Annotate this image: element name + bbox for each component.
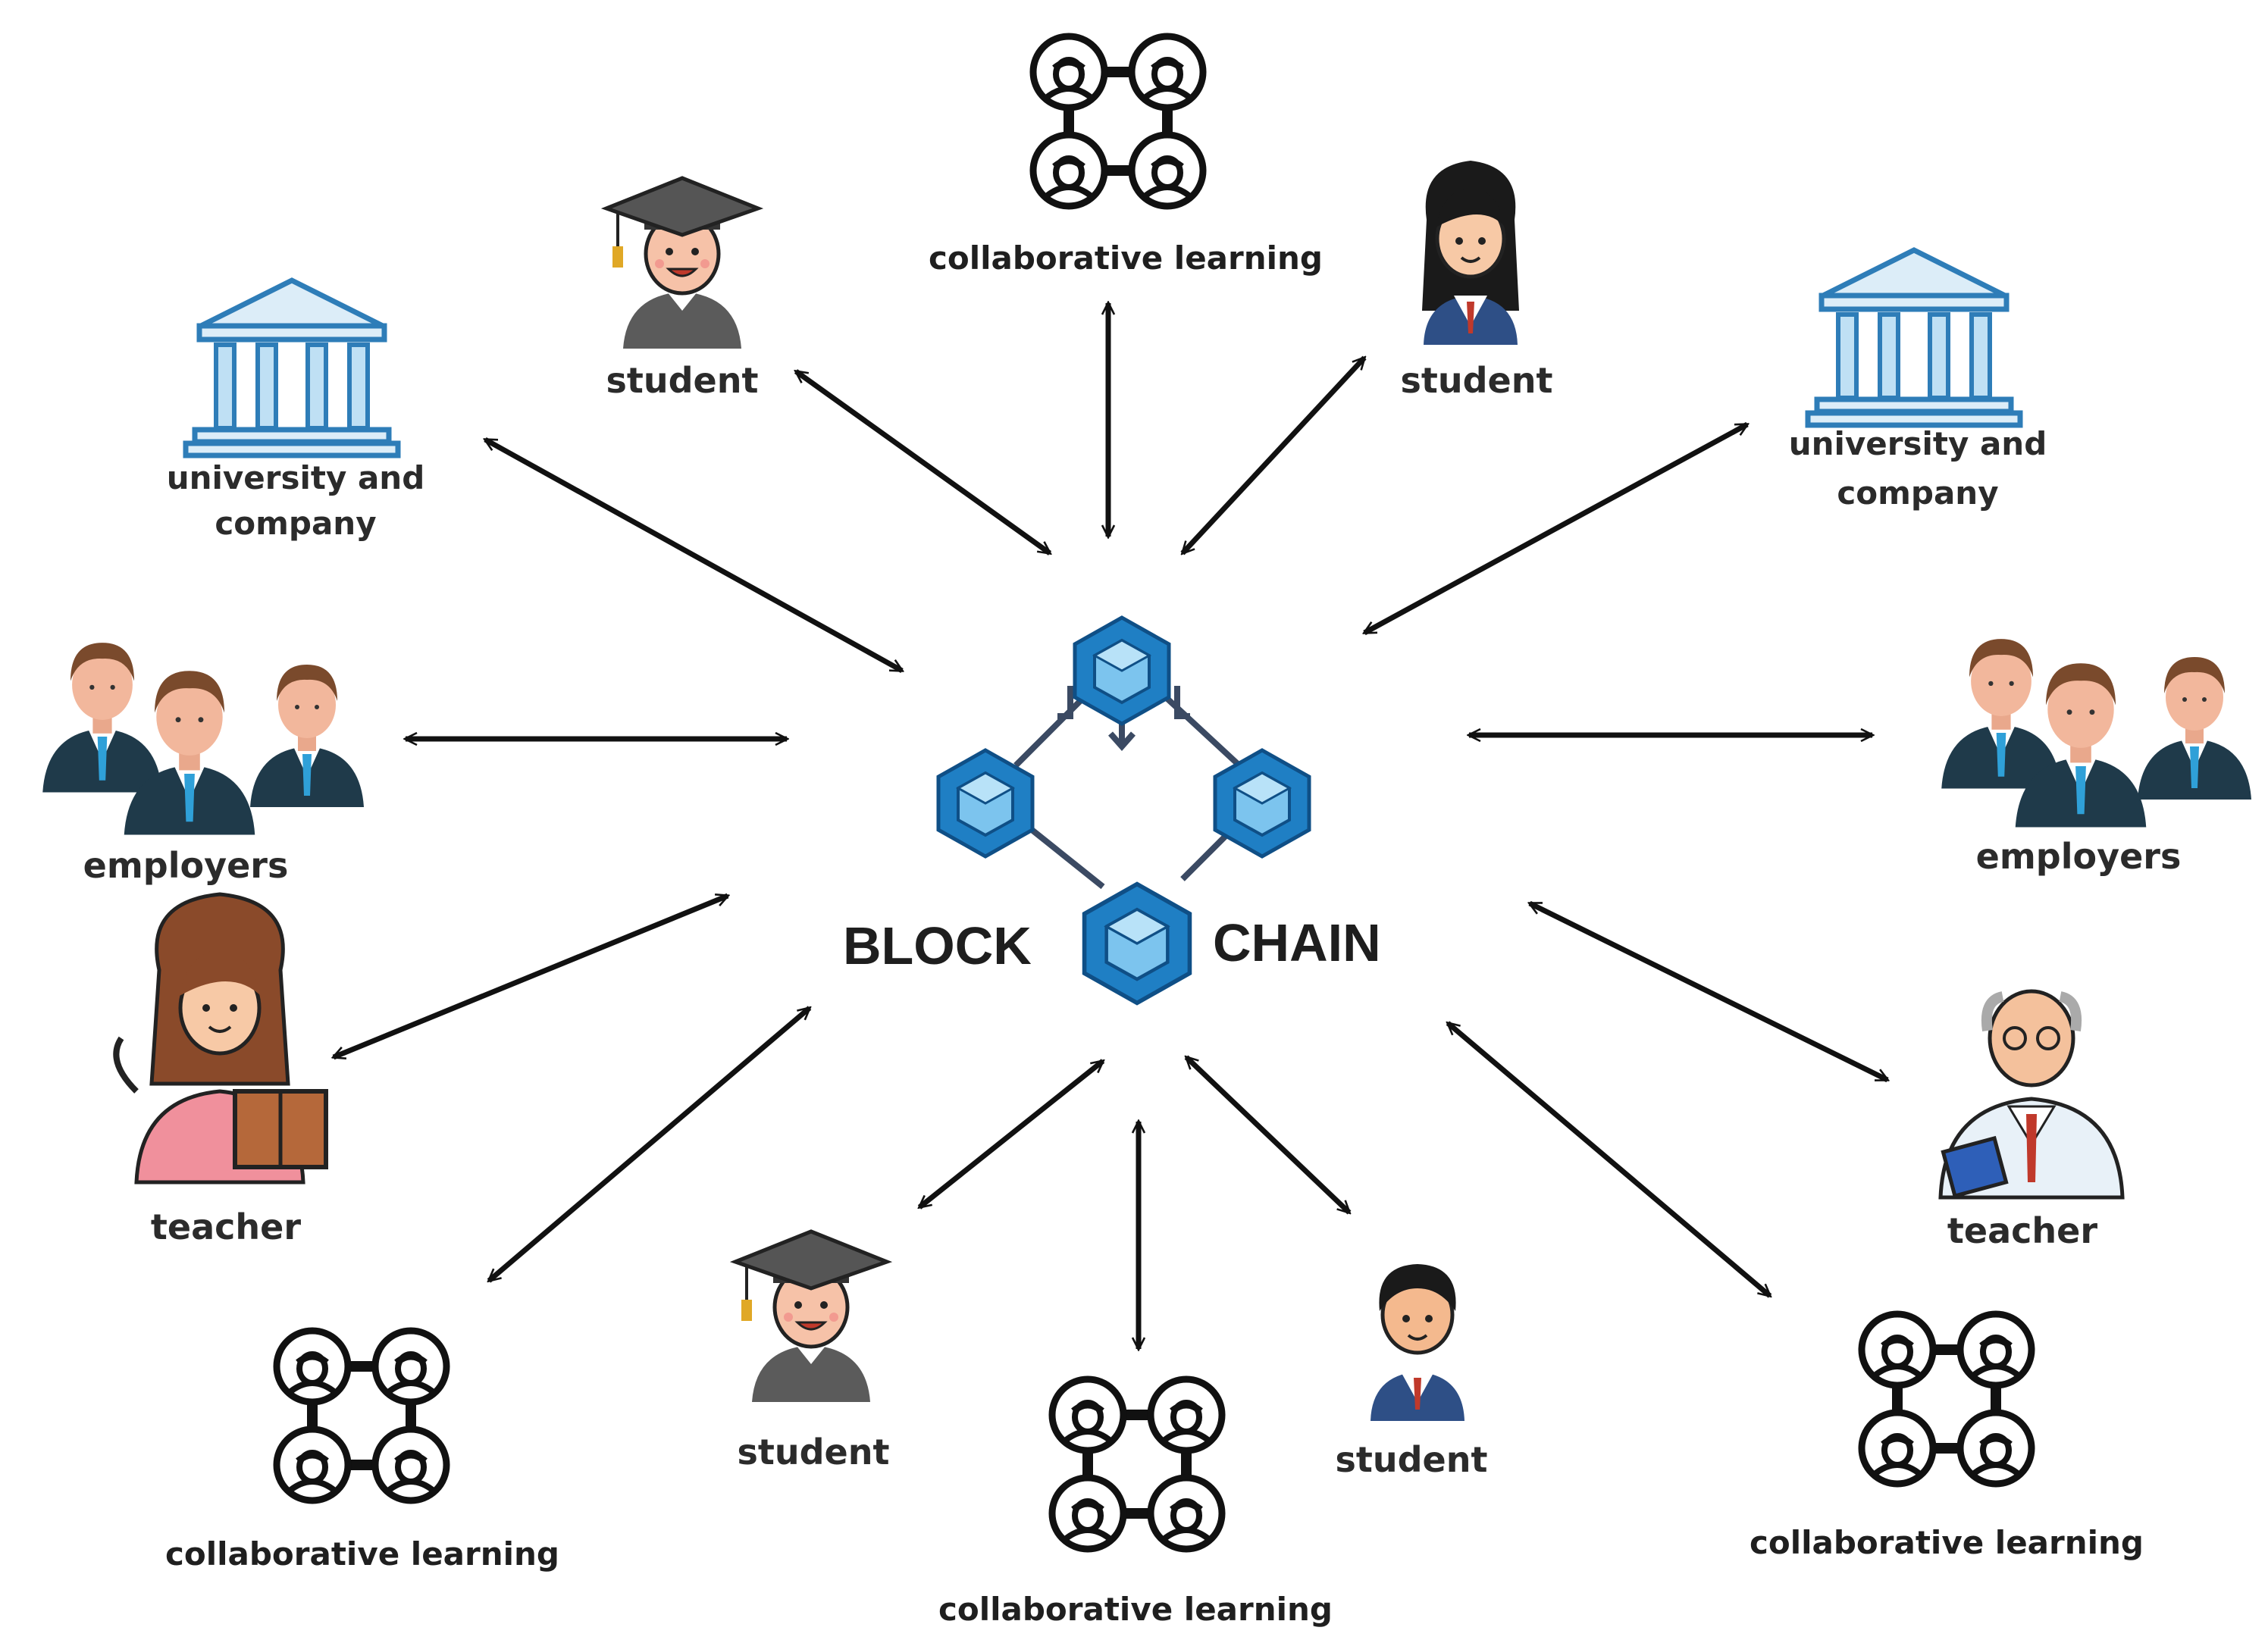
label-student-top-left: student <box>606 360 759 401</box>
label-collab-bottom-left: collaborative learning <box>165 1535 559 1573</box>
graduate-student-icon <box>606 178 758 349</box>
arrow-collab-bottom-right <box>1448 1021 1770 1298</box>
label-collab-top: collaborative learning <box>929 239 1323 277</box>
label-employers-right: employers <box>1976 836 2182 877</box>
label-student-top-right: student <box>1401 360 1553 401</box>
blockchain-cubes-icon <box>938 618 1309 1003</box>
label-student-bottom-left: student <box>738 1432 890 1472</box>
graduate-student-icon <box>735 1231 887 1402</box>
arrow-student-bottom-left <box>919 1059 1103 1210</box>
label-collab-bottom-center: collaborative learning <box>938 1591 1333 1628</box>
collaboration-network-icon <box>277 1331 446 1501</box>
label-student-bottom-right: student <box>1336 1439 1488 1480</box>
label-uni-right-line1: university and <box>1789 425 2047 462</box>
university-building-icon <box>1808 250 2020 425</box>
employers-group-icon <box>1941 639 2251 828</box>
connection-arrows <box>334 303 1887 1349</box>
schoolgirl-student-icon <box>1422 161 1519 345</box>
label-teacher-left: teacher <box>151 1206 301 1247</box>
blockchain-word-block: BLOCK <box>843 916 1032 975</box>
employers-group-icon <box>42 643 364 835</box>
arrow-uni-left <box>485 437 902 674</box>
label-uni-left-line2: company <box>215 505 376 542</box>
collaboration-network-icon <box>1033 36 1203 206</box>
arrow-teacher-left <box>334 893 728 1060</box>
female-teacher-icon <box>113 892 328 1185</box>
arrow-uni-right <box>1364 421 1747 636</box>
arrow-student-top-left <box>796 369 1050 555</box>
schoolboy-student-icon <box>1371 1264 1464 1421</box>
arrow-collab-bottom-left <box>489 1006 810 1283</box>
university-building-icon <box>186 280 398 455</box>
collaboration-network-icon <box>1052 1379 1222 1549</box>
arrow-teacher-right <box>1530 900 1887 1083</box>
label-employers-left: employers <box>83 845 289 886</box>
label-uni-left-line1: university and <box>167 459 425 496</box>
arrow-student-bottom-right <box>1186 1057 1349 1213</box>
blockchain-word-chain: CHAIN <box>1213 913 1381 972</box>
label-uni-right-line2: company <box>1837 474 1998 512</box>
male-teacher-icon <box>1938 989 2125 1200</box>
arrow-student-top-right <box>1183 358 1364 553</box>
label-teacher-right: teacher <box>1947 1210 2097 1251</box>
label-collab-bottom-right: collaborative learning <box>1750 1524 2144 1561</box>
collaboration-network-icon <box>1862 1314 2031 1484</box>
